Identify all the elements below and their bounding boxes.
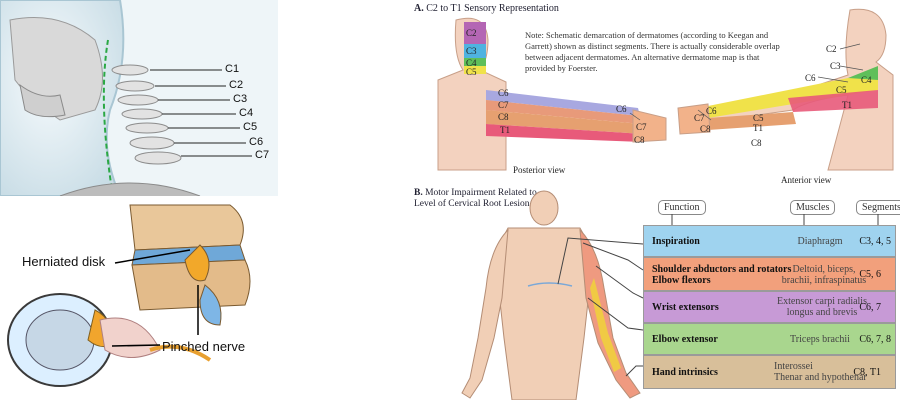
cervical-spine-illustration xyxy=(0,0,252,197)
motor-row-elbow-extensor: Elbow extensor Triceps brachii C6, 7, 8 xyxy=(643,323,896,355)
posterior-label-c2: C2 xyxy=(466,28,477,38)
sensory-title-text: C2 to T1 Sensory Representation xyxy=(426,3,559,14)
motor-row-muscles: Triceps brachii xyxy=(790,334,850,345)
sensory-panel: A. C2 to T1 Sensory Representation Note:… xyxy=(408,0,900,188)
motor-row-function: Hand intrinsics xyxy=(652,367,718,378)
anterior-view-caption: Anterior view xyxy=(781,175,832,185)
anterior-arm-label-t1: T1 xyxy=(753,123,763,133)
motor-panel: B. Motor Impairment Related to Level of … xyxy=(408,188,900,400)
cervical-spine-panel: C1 C2 C3 C4 C5 C6 C7 xyxy=(0,0,278,197)
motor-row-muscles: brachii, infraspinatus xyxy=(781,275,867,286)
motor-row-shoulder: Shoulder abductors and rotators Elbow fl… xyxy=(643,257,896,291)
motor-row-segments: C8, T1 xyxy=(853,367,881,378)
motor-row-function: Inspiration xyxy=(652,236,700,247)
posterior-label-c8: C8 xyxy=(498,112,509,122)
header-muscles: Muscles xyxy=(790,200,836,215)
herniated-disk-panel: Herniated disk Pinched nerve xyxy=(0,200,278,400)
anterior-label-c6: C6 xyxy=(805,73,816,83)
anterior-label-c2: C2 xyxy=(826,44,837,54)
motor-title: B. Motor Impairment Related to Level of … xyxy=(414,188,537,210)
motor-row-muscles: Extensor carpi radialis xyxy=(777,296,867,307)
herniated-disk-label: Herniated disk xyxy=(22,254,106,269)
anterior-hand-label-c7: C7 xyxy=(694,113,705,123)
motor-row-function: Shoulder abductors and rotators xyxy=(652,264,792,275)
motor-title-letter: B. xyxy=(414,188,423,198)
anterior-arm-label-c8: C8 xyxy=(751,138,762,148)
motor-row-muscles: Interossei xyxy=(774,361,813,372)
spine-label-c7: C7 xyxy=(255,149,270,161)
motor-row-function: Elbow extensor xyxy=(652,334,718,345)
posterior-label-t1: T1 xyxy=(500,125,510,135)
motor-row-segments: C6, 7, 8 xyxy=(859,334,891,345)
sensory-title: A. C2 to T1 Sensory Representation xyxy=(414,3,559,14)
posterior-label-c5: C5 xyxy=(466,67,477,77)
posterior-hand-label-c8: C8 xyxy=(634,135,645,145)
motor-row-function: Wrist extensors xyxy=(652,302,719,313)
motor-title-line2: Level of Cervical Root Lesion xyxy=(414,199,530,209)
anterior-label-c5: C5 xyxy=(836,85,847,95)
posterior-hand-label-c6: C6 xyxy=(616,104,627,114)
spine-label-c5: C5 xyxy=(243,121,258,133)
motor-row-segments: C3, 4, 5 xyxy=(859,236,891,247)
herniated-disk-illustration xyxy=(7,204,251,387)
motor-figure xyxy=(461,190,641,400)
dermatome-illustration xyxy=(437,8,894,171)
motor-row-muscles: Diaphragm xyxy=(797,236,843,247)
spine-label-c3: C3 xyxy=(233,93,248,105)
sensory-note: Note: Schematic demarcation of dermatome… xyxy=(525,30,780,73)
anterior-label-t1: T1 xyxy=(842,100,852,110)
posterior-label-c3: C3 xyxy=(466,46,477,56)
pinched-nerve-label: Pinched nerve xyxy=(162,339,246,354)
posterior-hand-label-c7: C7 xyxy=(636,122,647,132)
spine-label-c6: C6 xyxy=(249,136,264,148)
spine-label-c2: C2 xyxy=(229,79,244,91)
anterior-hand-label-c6: C6 xyxy=(706,106,717,116)
spine-label-c1: C1 xyxy=(225,63,240,75)
posterior-view-caption: Posterior view xyxy=(513,165,566,175)
anterior-label-c4: C4 xyxy=(861,75,872,85)
anterior-arm-label-c5: C5 xyxy=(753,113,764,123)
motor-row-muscles: Thenar and hypothenar xyxy=(774,372,867,383)
motor-row-hand: Hand intrinsics Interossei Thenar and hy… xyxy=(643,355,896,389)
anterior-label-c3: C3 xyxy=(830,61,841,71)
header-function: Function xyxy=(658,200,706,215)
motor-row-segments: C5, 6 xyxy=(859,269,881,280)
posterior-label-c7: C7 xyxy=(498,100,509,110)
motor-row-segments: C6, 7 xyxy=(859,302,881,313)
motor-row-function: Elbow flexors xyxy=(652,275,711,286)
motor-row-muscles: Deltoid, biceps, xyxy=(792,264,856,275)
posterior-label-c6: C6 xyxy=(498,88,509,98)
motor-leader-lines xyxy=(557,214,879,377)
motor-row-wrist: Wrist extensors Extensor carpi radialis … xyxy=(643,291,896,323)
posterior-label-c4: C4 xyxy=(466,58,477,68)
spine-label-c4: C4 xyxy=(239,107,254,119)
anterior-hand-label-c8: C8 xyxy=(700,124,711,134)
motor-row-inspiration: Inspiration Diaphragm C3, 4, 5 xyxy=(643,225,896,257)
motor-title-line1: Motor Impairment Related to xyxy=(425,188,537,198)
sensory-title-letter: A. xyxy=(414,3,424,14)
motor-row-muscles: longus and brevis xyxy=(786,307,858,318)
